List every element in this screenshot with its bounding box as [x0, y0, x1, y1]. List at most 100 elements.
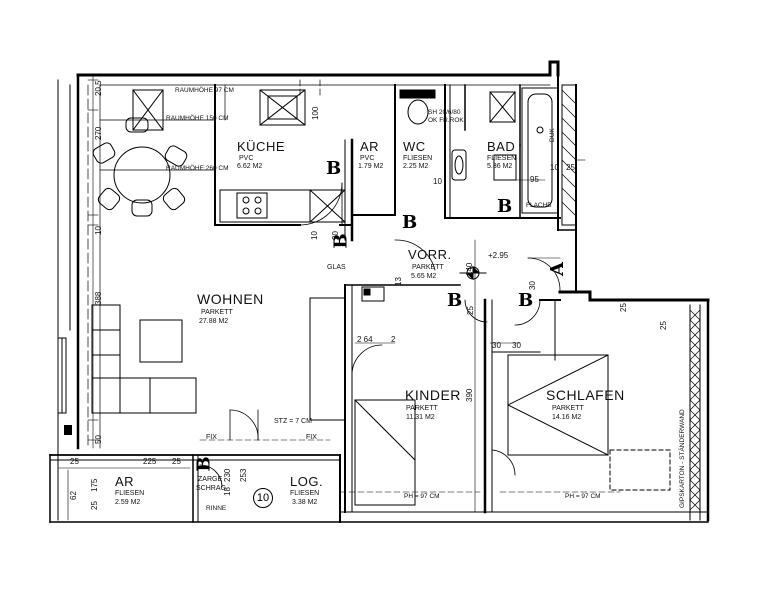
fix-left-label: FIX — [206, 434, 217, 441]
room-bad-floor: FLIESEN — [487, 155, 517, 162]
room-ar-bottom-area: 2.59 M2 — [115, 499, 141, 506]
room-wc-floor: FLIESEN — [403, 155, 433, 162]
level-label: +2.95 — [488, 251, 509, 260]
room-bad-name: BAD — [487, 139, 516, 154]
room-schlafen-floor: PARKETT — [552, 405, 584, 412]
room-ar-top-floor: PVC — [360, 155, 375, 162]
room-ar-bottom-floor: FLIESEN — [115, 490, 145, 497]
dim-10-bad: 10 — [550, 163, 559, 172]
raumhoehe-97-label: RAUMHÖHE 97 CM — [175, 87, 234, 94]
room-kueche-area: 6.62 M2 — [237, 163, 263, 170]
wc-fixtures — [399, 89, 467, 181]
sh-label-line2: OK FR.ROK — [428, 117, 464, 124]
dim-20-5: 20.5 — [94, 80, 103, 96]
room-log-floor: FLIESEN — [290, 490, 320, 497]
level-marker — [459, 265, 487, 281]
gipskarton-label: GIPSKARTON - STÄNDERWAND — [679, 409, 686, 508]
room-log-area: 3.38 M2 — [292, 499, 318, 506]
dim-62: 62 — [69, 491, 78, 500]
ph-kinder-label: PH = 97 CM — [404, 493, 440, 500]
room-vorr-name: VORR. — [408, 247, 452, 262]
dining-table — [92, 117, 188, 217]
stz-label: STZ = 7 CM — [274, 418, 312, 425]
interior-walls — [49, 84, 561, 523]
dimension-lines — [57, 74, 621, 521]
schrag-label: SCHRAG — [196, 485, 226, 492]
section-mark-b-kinder: B — [447, 290, 463, 311]
rinne-label: RINNE — [206, 505, 227, 512]
dim-270: 270 — [94, 126, 103, 140]
doors — [199, 182, 561, 488]
room-log-name: LOG. — [290, 474, 324, 489]
dim-100: 100 — [311, 106, 320, 120]
room-kinder-area: 11.31 M2 — [406, 414, 435, 421]
dim-390: 390 — [465, 388, 474, 402]
glas-label: GLAS — [327, 264, 346, 271]
dim-230: 230 — [223, 468, 232, 482]
schlafen-bed — [507, 354, 671, 491]
section-mark-b-schlafen: B — [518, 290, 534, 311]
raumhoehe-260-label: RAUMHÖHE 260 CM — [166, 165, 229, 172]
flachb-label: FLACHB — [526, 202, 552, 209]
room-ar-top-area: 1.79 M2 — [358, 163, 384, 170]
room-ar-top-name: AR — [360, 139, 380, 154]
dim-10-wc: 10 — [433, 177, 442, 186]
dim-30-c: 30 — [528, 281, 537, 290]
zarge-label: ZARGE — [198, 476, 223, 483]
duk-label: DUK — [549, 128, 556, 142]
dim-20-b: 10 — [310, 231, 319, 240]
dim-25-s: 25 — [659, 321, 668, 330]
dim-2: 2 — [391, 335, 396, 344]
electrical-box — [361, 286, 385, 302]
dim-25-bad: 25 — [566, 163, 575, 172]
dim-2-64: 2 64 — [357, 335, 373, 344]
outer-walls — [49, 60, 710, 523]
room-wc-name: WC — [403, 139, 426, 154]
dim-388: 388 — [94, 291, 103, 305]
skylight-windows — [132, 89, 516, 131]
room-kueche-floor: PVC — [239, 155, 254, 162]
gipskarton-wall-hatch — [689, 309, 701, 511]
section-mark-a: A — [546, 262, 568, 276]
room-vorr-area: 5.65 M2 — [411, 273, 437, 280]
room-wohnen-area: 27.88 M2 — [199, 318, 229, 325]
section-mark-b-bad: B — [497, 196, 513, 217]
section-mark-b-vorr: B — [402, 212, 418, 233]
room-ar-bottom-name: AR — [115, 474, 135, 489]
room-schlafen-area: 14.16 M2 — [552, 414, 582, 421]
dim-10-top: 10 — [94, 226, 103, 235]
room-vorr-floor: PARKETT — [412, 264, 444, 271]
dim-253: 253 — [239, 468, 248, 482]
room-schlafen-name: SCHLAFEN — [546, 387, 625, 403]
dim-25-r: 25 — [619, 303, 628, 312]
room-kueche-name: KÜCHE — [237, 139, 286, 154]
dim-25-v: 25 — [466, 306, 475, 315]
room-kinder-floor: PARKETT — [406, 405, 438, 412]
kitchen-furniture — [219, 189, 346, 223]
room-wohnen-floor: PARKETT — [201, 309, 233, 316]
fix-right-label: FIX — [306, 434, 317, 441]
dim-25-b: 25 — [172, 457, 181, 466]
sh-label-line1: SH 20/6/80 — [428, 109, 461, 116]
dim-10-mid: 20 — [331, 231, 340, 240]
ph-schlafen-label: PH = 97 CM — [565, 493, 601, 500]
dim-30-a: 30 — [492, 341, 501, 350]
bad-outer-wall-hatch — [561, 89, 577, 217]
dim-25-c: 25 — [90, 501, 99, 510]
living-furniture — [91, 304, 197, 414]
dim-30-b: 30 — [512, 341, 521, 350]
kinder-bed — [354, 399, 416, 506]
dim-175: 175 — [90, 478, 99, 492]
left-window-sill — [57, 84, 71, 414]
room-bad-area: 5.36 M2 — [487, 163, 513, 170]
dim-13: 13 — [394, 277, 403, 286]
wohnen-storage — [309, 297, 346, 421]
dim-225: 225 — [143, 457, 157, 466]
room-wc-area: 2.25 M2 — [403, 163, 429, 170]
section-mark-b-log: B — [193, 456, 215, 472]
dim-25-a: 25 — [70, 457, 79, 466]
unit-number-badge: 10 — [253, 488, 273, 508]
room-kinder-name: KINDER — [405, 387, 461, 403]
dim-18: 18 — [223, 487, 232, 496]
